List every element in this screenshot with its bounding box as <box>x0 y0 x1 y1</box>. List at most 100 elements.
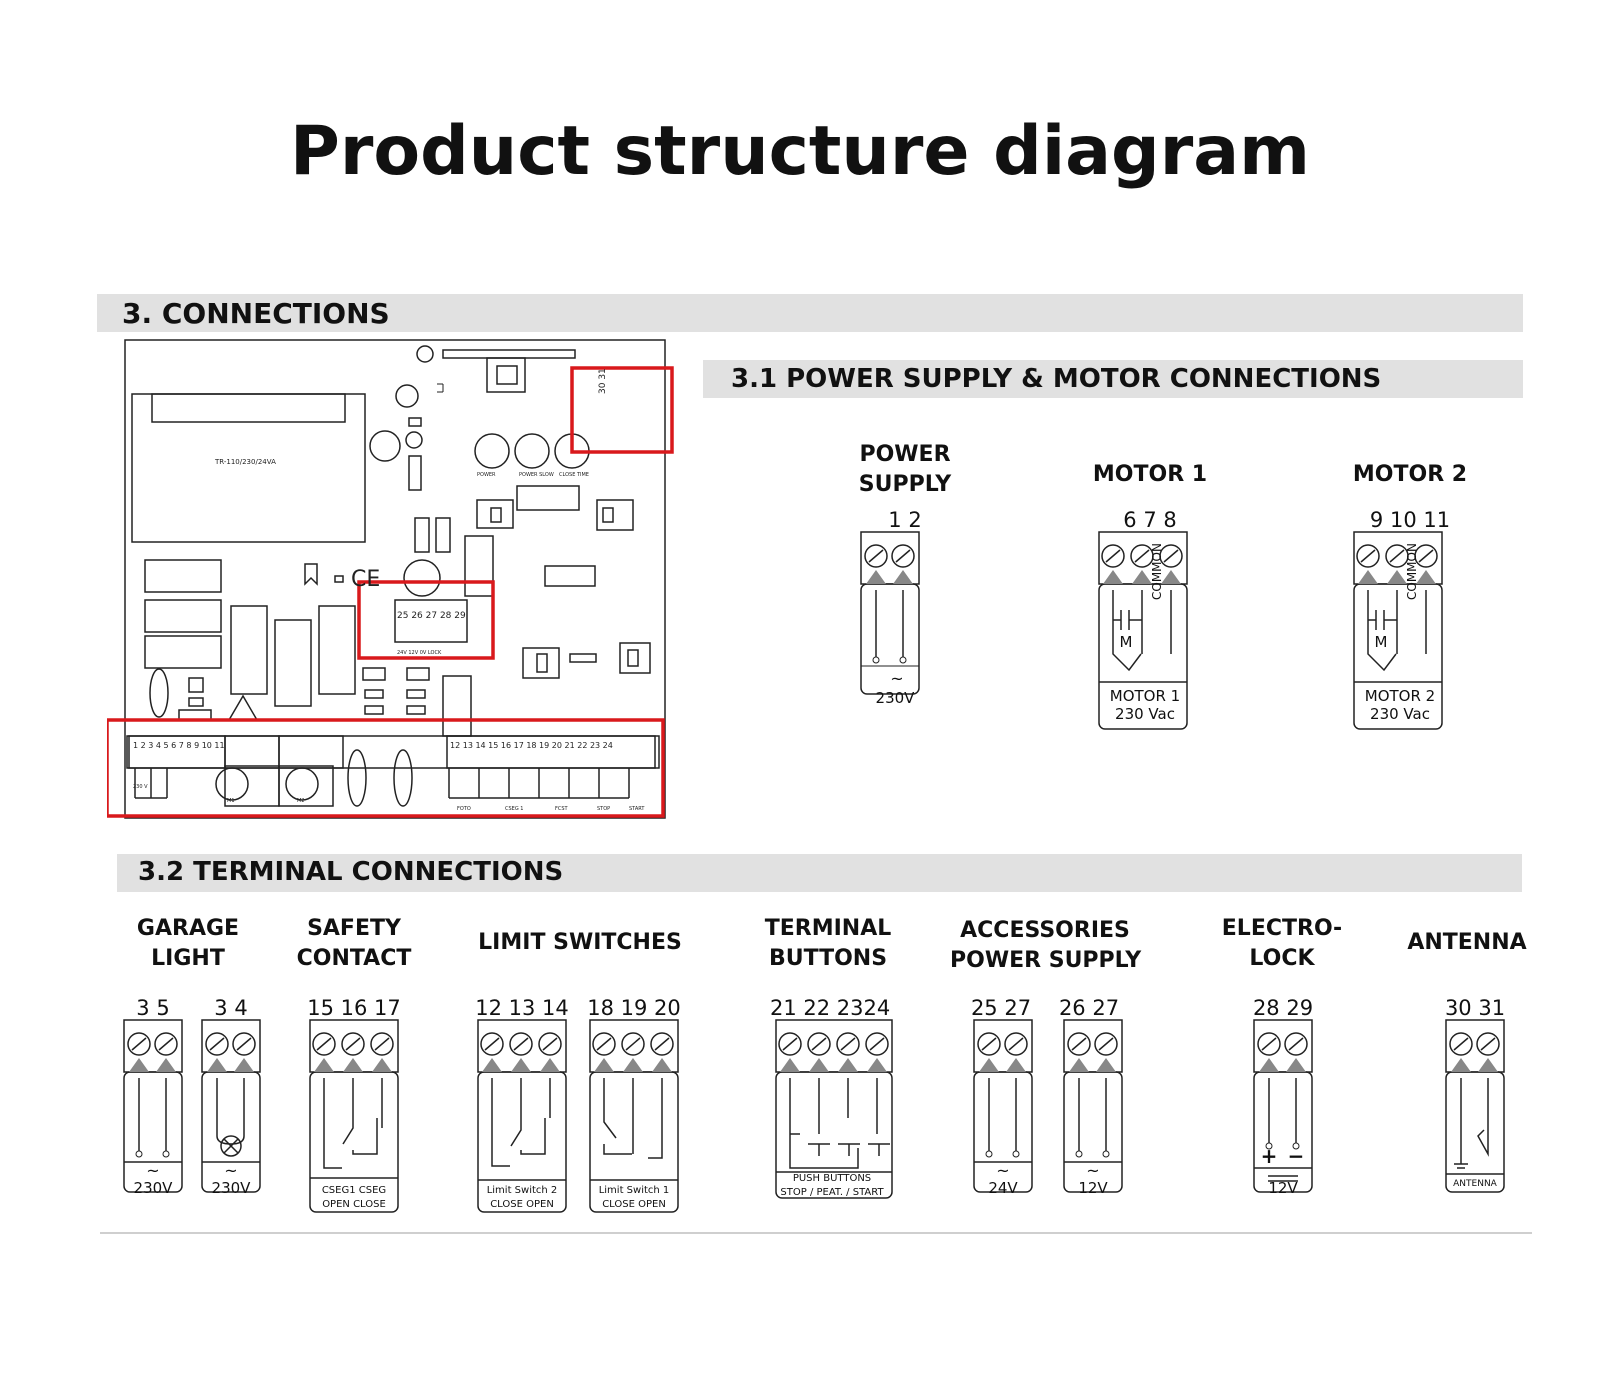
board-terminals-left: 1 2 3 4 5 6 7 8 9 10 11 <box>133 741 225 750</box>
terminal-buttons-terminal <box>775 1019 893 1199</box>
motor2-title: MOTOR 2 <box>1352 462 1468 487</box>
electrolock-label: 12V <box>1268 1179 1298 1197</box>
motor1-label-2: 230 Vac <box>1115 705 1175 723</box>
limit-switch-2-terminal <box>477 1019 567 1213</box>
section-band-connections <box>97 294 1523 332</box>
garage-light-ac-1: ~ <box>146 1161 160 1180</box>
ce-mark: CE <box>351 567 380 592</box>
board-bottom-label-1: 230 V <box>133 784 148 790</box>
safety-contact-sub-1: CSEG1 CSEG <box>321 1185 387 1196</box>
trim-label-1: POWER <box>477 472 496 478</box>
antenna-terminal <box>1445 1019 1505 1193</box>
motor2-label-1: MOTOR 2 <box>1364 687 1436 705</box>
board-bottom-label-2: M1 <box>227 798 235 804</box>
section-band-terminal <box>117 854 1522 892</box>
circuit-board-drawing: TR-110/230/24VA CE 1 2 3 4 5 6 7 8 9 10 … <box>107 339 674 819</box>
safety-contact-title-line-1: SAFETY <box>307 916 401 941</box>
accessories-label-2: 12V <box>1078 1179 1108 1197</box>
accessories-ac-1: ~ <box>996 1161 1010 1180</box>
electrolock-title-line-1: ELECTRO- <box>1221 916 1343 941</box>
terminal-buttons-numbers: 21 22 2324 <box>770 996 891 1020</box>
board-acc-sub: 24V 12V 0V LOCK <box>397 650 442 656</box>
antenna-title: ANTENNA <box>1407 930 1527 955</box>
garage-light-numbers-2: 3 4 <box>214 996 248 1020</box>
board-bottom-label-4: FOTO <box>457 806 471 812</box>
electrolock-plus: + <box>1260 1144 1278 1168</box>
electrolock-title-line-2: LOCK <box>1249 946 1315 971</box>
board-bottom-label-8: START <box>629 806 645 812</box>
motor1-label-1: MOTOR 1 <box>1109 687 1181 705</box>
garage-light-title-line-1: GARAGE <box>136 916 240 941</box>
motor1-numbers: 6 7 8 <box>1123 508 1177 532</box>
motor2-m: M <box>1374 633 1388 651</box>
accessories-numbers-1: 25 27 <box>970 996 1032 1020</box>
board-bottom-label-5: CSEG 1 <box>505 806 523 812</box>
circuit-board: TR-110/230/24VA CE 1 2 3 4 5 6 7 8 9 10 … <box>107 338 687 838</box>
bottom-divider <box>100 1232 1532 1234</box>
accessories-numbers-2: 26 27 <box>1058 996 1120 1020</box>
garage-light-title: GARAGE LIGHT <box>118 914 258 974</box>
garage-light-title-line-2: LIGHT <box>151 946 225 971</box>
electrolock-minus: − <box>1287 1144 1305 1168</box>
power-supply-title: POWER SUPPLY <box>840 440 970 500</box>
electrolock-terminal <box>1253 1019 1313 1193</box>
power-supply-numbers: 1 2 <box>888 508 922 532</box>
power-supply-terminal <box>860 531 920 695</box>
board-terminals-right: 12 13 14 15 16 17 18 19 20 21 22 23 24 <box>450 741 613 750</box>
section-title-connections: 3. CONNECTIONS <box>122 297 390 330</box>
garage-light-label-2: 230V <box>211 1179 251 1197</box>
safety-contact-title-line-2: CONTACT <box>296 946 412 971</box>
ac-symbol: ~ <box>890 669 904 688</box>
section-title-terminal: 3.2 TERMINAL CONNECTIONS <box>138 857 564 887</box>
garage-light-numbers-1: 3 5 <box>136 996 170 1020</box>
safety-contact-numbers: 15 16 17 <box>307 996 401 1020</box>
motor2-label-2: 230 Vac <box>1370 705 1430 723</box>
motor2-common: COMMON <box>1405 543 1419 600</box>
electrolock-numbers: 28 29 <box>1252 996 1314 1020</box>
accessories-terminals <box>973 1019 1123 1193</box>
limit-switch-1-numbers: 18 19 20 <box>587 996 681 1020</box>
limit-switch-1-sub-2: CLOSE OPEN <box>602 1199 666 1210</box>
antenna-sub: ANTENNA <box>1453 1179 1497 1189</box>
terminal-buttons-title-line-1: TERMINAL <box>764 916 892 941</box>
limit-switch-2-sub-2: CLOSE OPEN <box>490 1199 554 1210</box>
motor2-terminal <box>1353 531 1443 730</box>
terminal-buttons-title-line-2: BUTTONS <box>768 946 888 971</box>
board-bottom-label-7: STOP <box>597 806 610 812</box>
limit-switch-1-terminal <box>589 1019 679 1213</box>
antenna-numbers: 30 31 <box>1444 996 1506 1020</box>
trim-label-2: POWER SLOW <box>519 472 554 478</box>
accessories-ac-2: ~ <box>1086 1161 1100 1180</box>
safety-contact-terminal <box>309 1019 399 1213</box>
accessories-title-line-1: ACCESSORIES <box>960 918 1130 943</box>
power-supply-title-line-2: SUPPLY <box>858 472 952 497</box>
garage-light-ac-2: ~ <box>224 1161 238 1180</box>
motor1-m: M <box>1119 633 1133 651</box>
transformer-label: TR-110/230/24VA <box>214 458 276 466</box>
limit-switch-2-sub-1: Limit Switch 2 <box>486 1185 558 1196</box>
garage-light-label-1: 230V <box>133 1179 173 1197</box>
motor2-numbers: 9 10 11 <box>1369 508 1451 532</box>
trim-label-3: CLOSE TIME <box>559 472 589 478</box>
terminal-buttons-sub-2: STOP / PEAT. / START <box>780 1187 884 1198</box>
safety-contact-title: SAFETY CONTACT <box>284 914 424 974</box>
limit-switch-2-numbers: 12 13 14 <box>475 996 569 1020</box>
board-bottom-label-3: M2 <box>297 798 305 804</box>
accessories-title: ACCESSORIES POWER SUPPLY <box>950 916 1142 976</box>
accessories-label-1: 24V <box>988 1179 1018 1197</box>
section-title-power-motor: 3.1 POWER SUPPLY & MOTOR CONNECTIONS <box>731 364 1382 394</box>
safety-contact-sub-2: OPEN CLOSE <box>322 1199 386 1210</box>
board-bottom-label-6: FCST <box>555 806 569 812</box>
section-band-power-motor <box>703 360 1523 398</box>
limit-switch-1-sub-1: Limit Switch 1 <box>598 1185 670 1196</box>
power-supply-label: 230V <box>875 689 915 707</box>
power-supply-title-line-1: POWER <box>859 442 951 467</box>
limit-switches-title: LIMIT SWITCHES <box>478 930 682 955</box>
electrolock-title: ELECTRO- LOCK <box>1212 914 1352 974</box>
board-terminals-acc: 25 26 27 28 29 <box>397 611 466 621</box>
terminal-buttons-sub-1: PUSH BUTTONS <box>792 1173 872 1184</box>
garage-light-terminals <box>123 1019 261 1193</box>
board-relay-terminals: 30 31 <box>598 368 608 394</box>
page-title: Product structure diagram <box>290 112 1310 191</box>
accessories-title-line-2: POWER SUPPLY <box>950 948 1142 973</box>
